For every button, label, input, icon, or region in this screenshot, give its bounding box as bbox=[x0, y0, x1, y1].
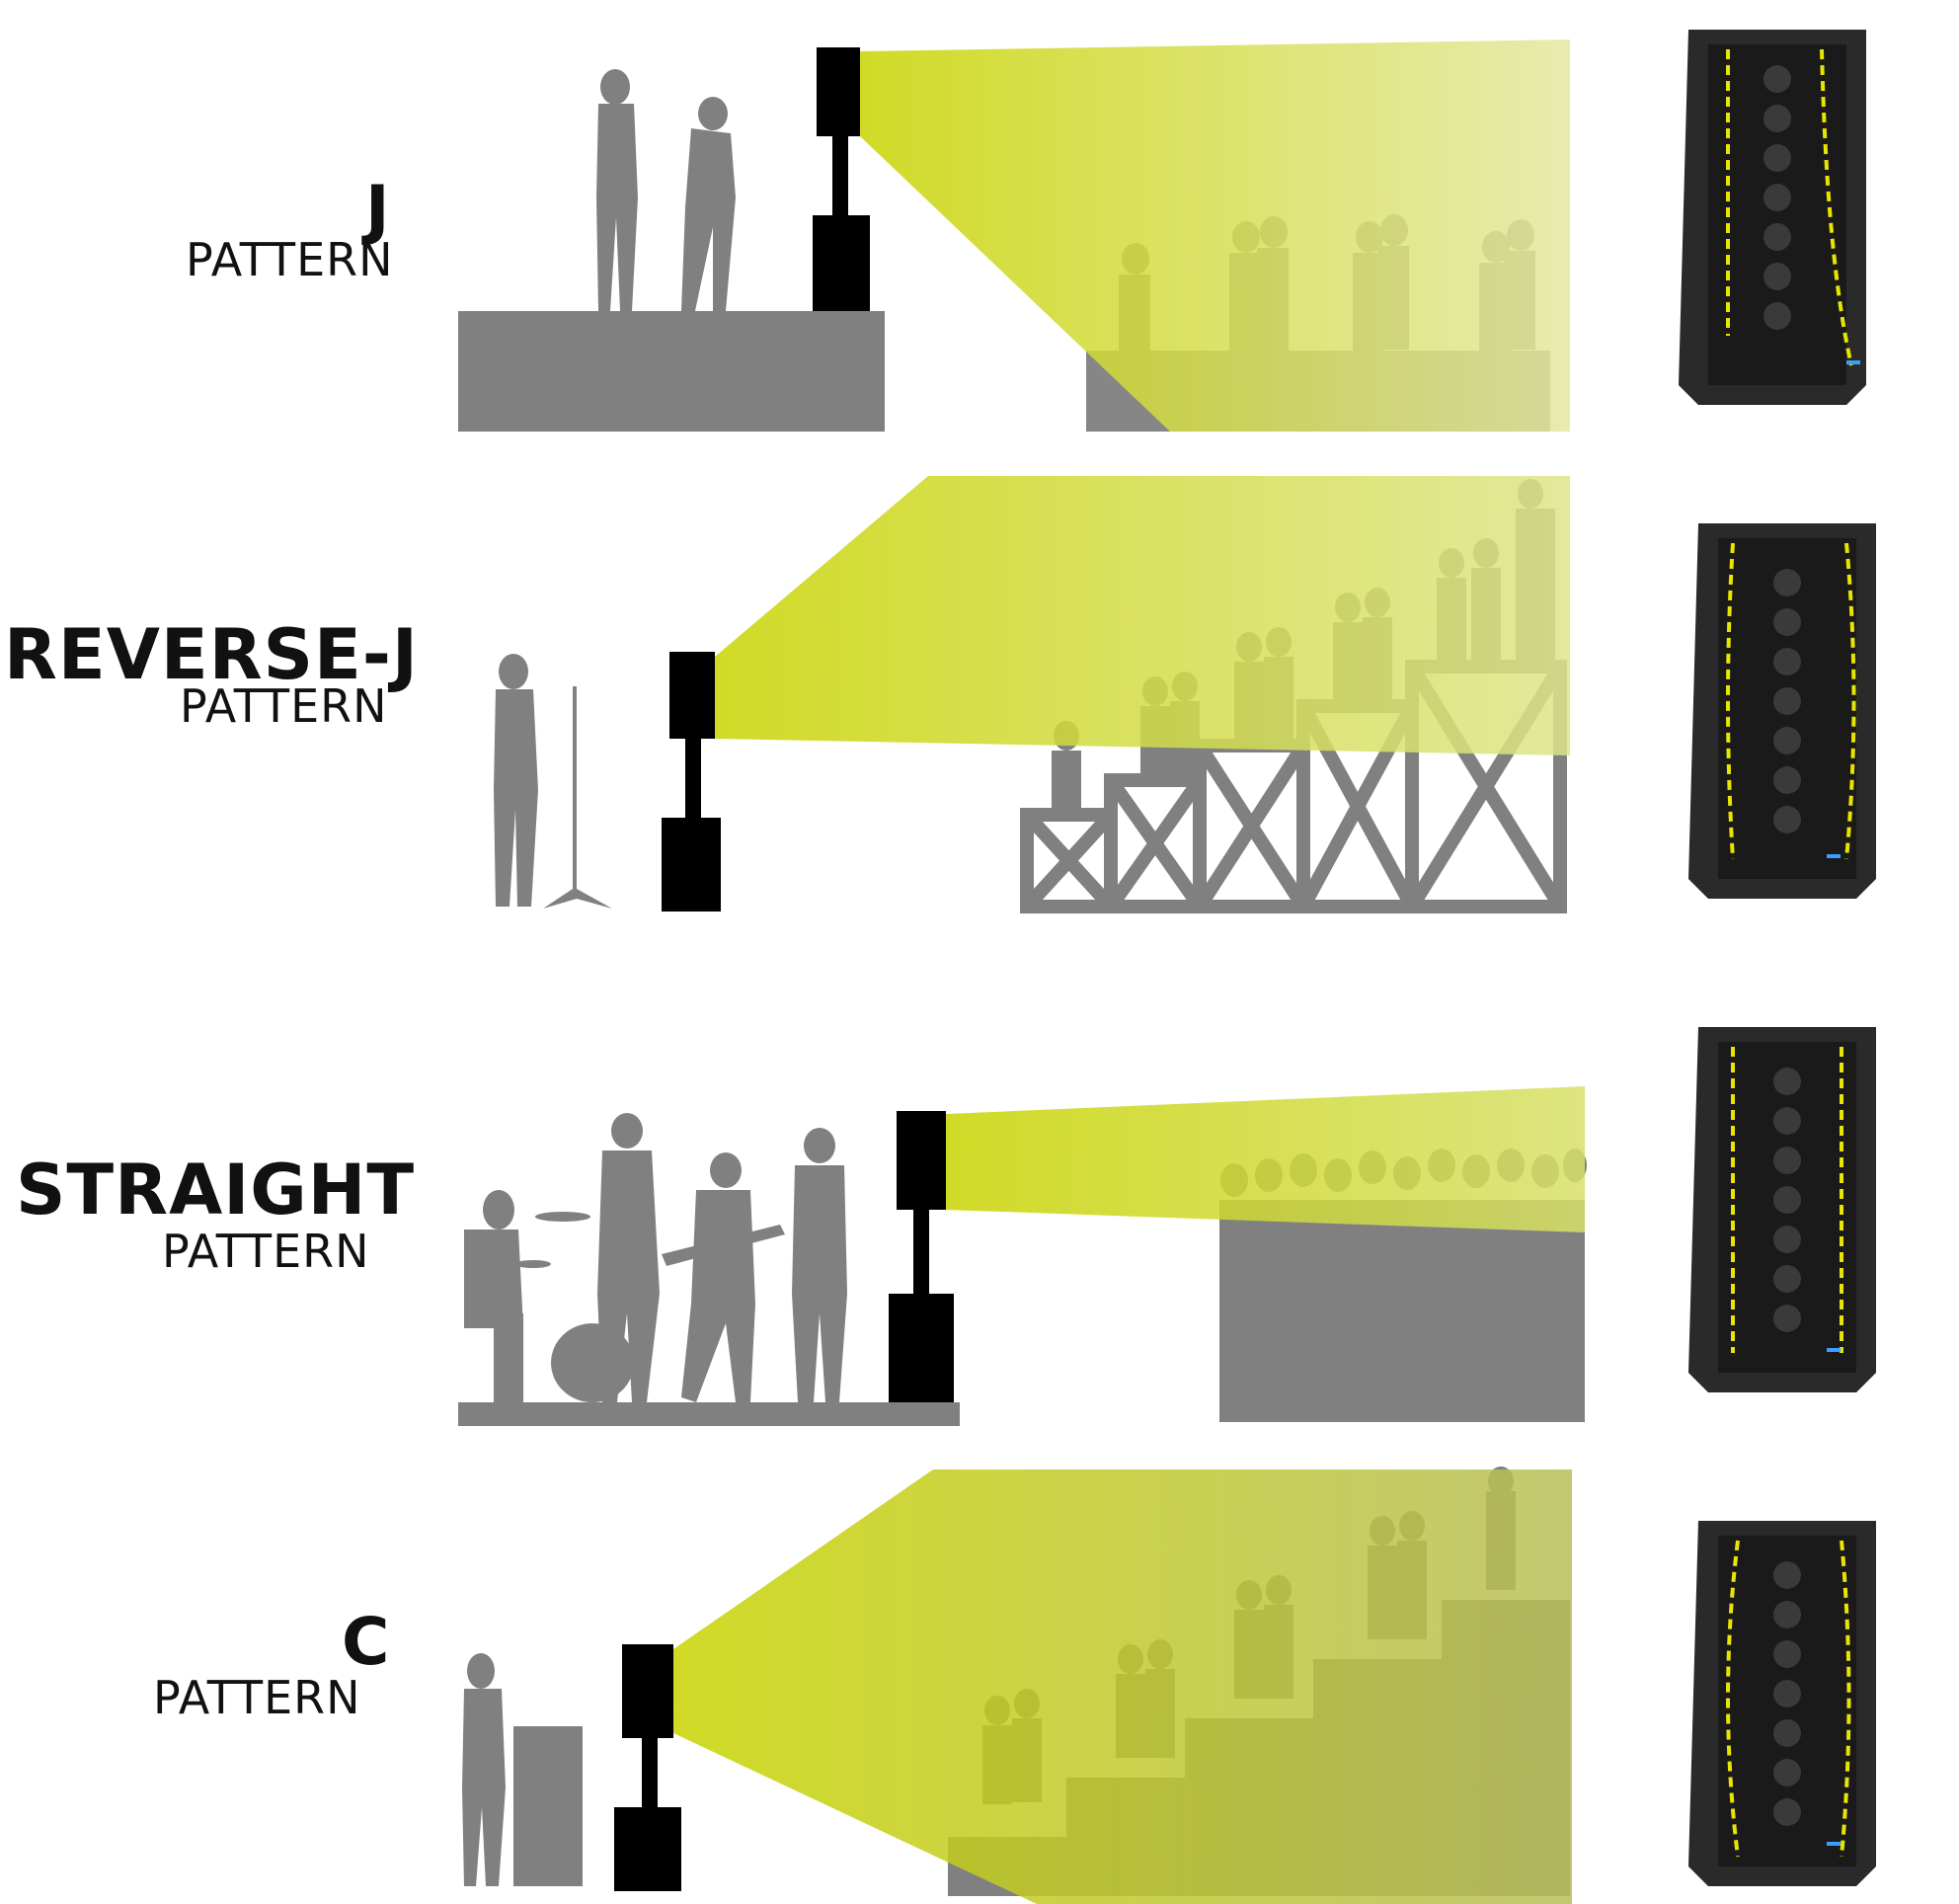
panel-subtitle: PATTERN bbox=[153, 1671, 361, 1724]
panel-title: J bbox=[365, 172, 391, 248]
c-pattern-scene bbox=[462, 1467, 1572, 1904]
speaker-stack bbox=[614, 1644, 681, 1891]
stage-platform bbox=[458, 311, 885, 432]
speaker-stack bbox=[813, 47, 870, 311]
stage-platform bbox=[458, 1402, 960, 1426]
straight-pattern-scene bbox=[458, 1086, 1587, 1426]
panel-title: C bbox=[342, 1604, 391, 1680]
presenter-silhouette bbox=[462, 1653, 583, 1886]
panel-title: STRAIGHT bbox=[16, 1150, 416, 1230]
speaker-stack bbox=[889, 1111, 954, 1402]
coverage-beam bbox=[715, 476, 1570, 755]
coverage-beam bbox=[673, 1469, 1572, 1904]
panel-subtitle: PATTERN bbox=[162, 1225, 370, 1278]
performer-silhouette bbox=[596, 69, 736, 311]
panel-subtitle: PATTERN bbox=[186, 233, 394, 286]
reverse-j-pattern-scene bbox=[494, 476, 1570, 913]
speaker-stack bbox=[662, 652, 721, 912]
panel-j-pattern: J PATTERN bbox=[0, 0, 1959, 444]
speaker-array-product bbox=[1688, 523, 1876, 899]
panel-reverse-j-pattern: REVERSE-J PATTERN bbox=[0, 464, 1959, 928]
speaker-array-product bbox=[1688, 1027, 1876, 1392]
panel-c-pattern: C PATTERN bbox=[0, 1462, 1959, 1904]
coverage-beam bbox=[860, 40, 1570, 432]
panel-straight-pattern: STRAIGHT PATTERN bbox=[0, 988, 1959, 1442]
panel-title: REVERSE-J bbox=[4, 614, 419, 695]
j-pattern-scene bbox=[458, 40, 1570, 432]
band-silhouettes bbox=[464, 1113, 847, 1402]
performer-silhouette bbox=[494, 654, 612, 909]
panel-subtitle: PATTERN bbox=[180, 679, 388, 733]
coverage-beam bbox=[946, 1086, 1585, 1232]
speaker-array-product bbox=[1688, 1521, 1876, 1886]
speaker-array-product bbox=[1679, 30, 1866, 405]
